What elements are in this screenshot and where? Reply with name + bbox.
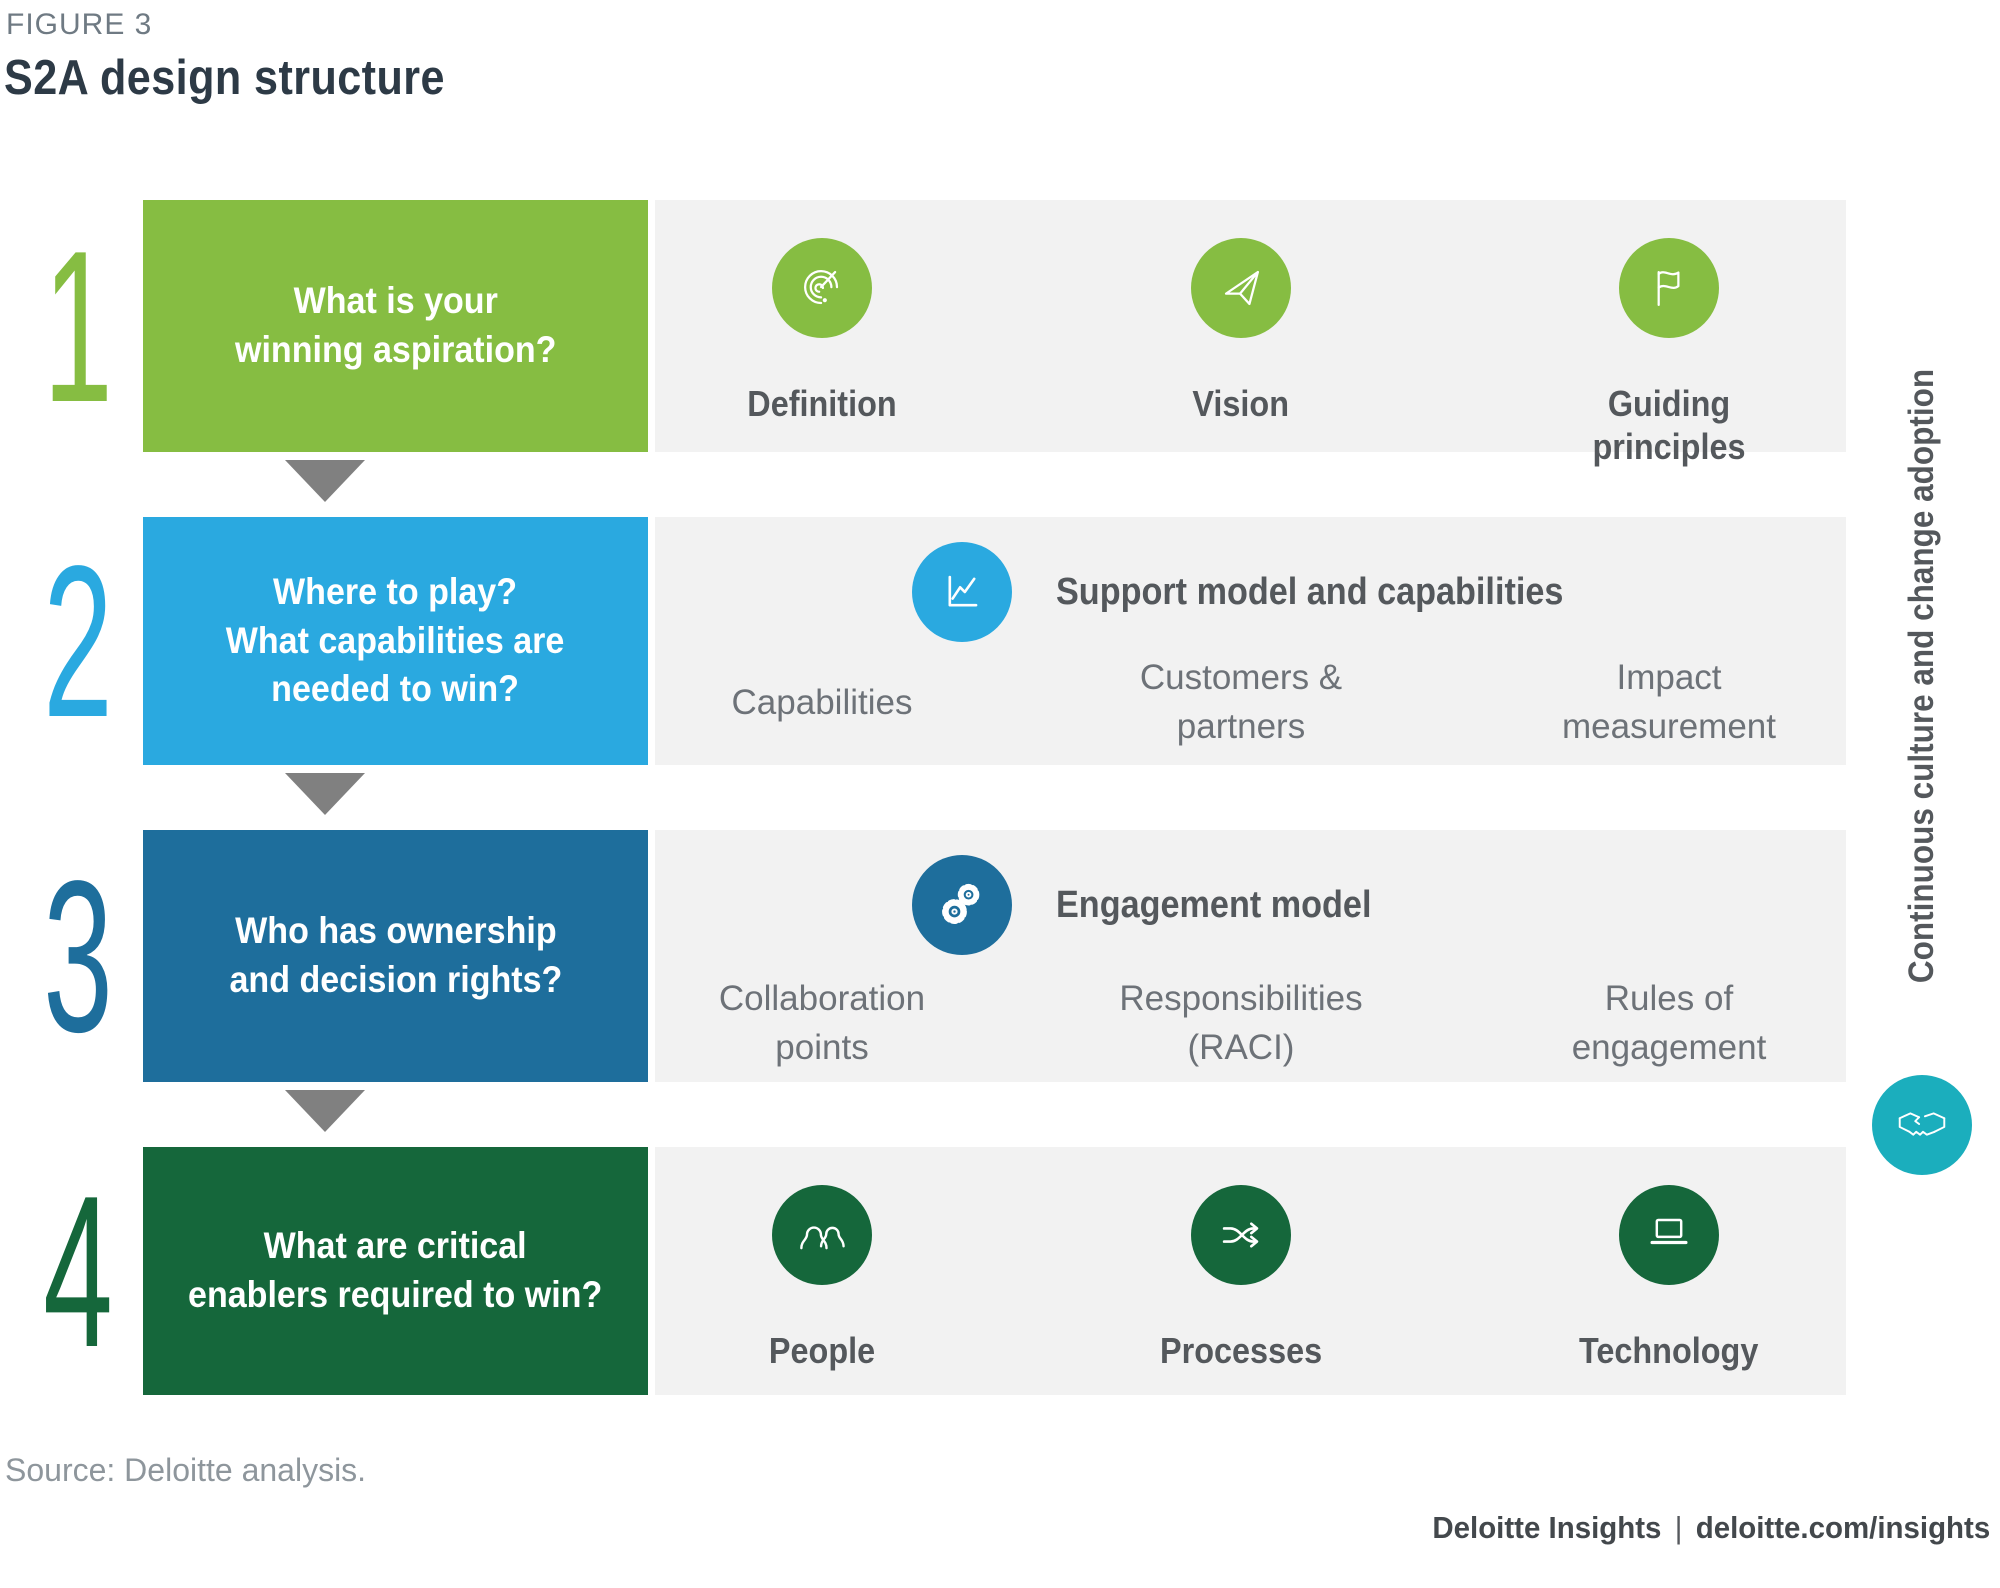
handshake-icon	[1872, 1075, 1972, 1175]
step-number-3: 3	[43, 835, 113, 1077]
content-panel-2: Support model and capabilities Capabilit…	[655, 517, 1846, 765]
panel-item-label: People	[768, 1330, 876, 1371]
panel-item: Vision	[1088, 238, 1394, 425]
panel-item-label: Collaboration points	[718, 979, 926, 1067]
model-labels: Capabilities Customers & partners Impact…	[655, 649, 1846, 755]
flag-icon	[1619, 238, 1719, 338]
step-number-2: 2	[43, 520, 113, 762]
panel-item: Customers & partners	[1088, 649, 1394, 755]
gears-icon	[912, 855, 1012, 955]
model-title: Engagement model	[1056, 883, 1372, 926]
model-header: Engagement model	[912, 855, 1407, 955]
shuffle-icon	[1191, 1185, 1291, 1285]
panel-item: Guiding principles	[1516, 238, 1822, 468]
down-arrow-1	[285, 460, 365, 502]
panel-item-label: Rules of engagement	[1571, 979, 1767, 1067]
step-row-2: 2 Where to play? What capabilities are n…	[0, 517, 2000, 765]
figure-label: FIGURE 3	[6, 8, 153, 41]
panel-item-label: Vision	[1192, 383, 1290, 424]
panel-item: Technology	[1516, 1185, 1822, 1372]
content-panel-4: People Processes	[655, 1147, 1846, 1395]
publisher-url: deloitte.com/insights	[1695, 1510, 1990, 1545]
panel-item: People	[669, 1185, 975, 1372]
panel-item-label: Capabilities	[731, 682, 913, 722]
step-row-4: 4 What are critical enablers required to…	[0, 1147, 2000, 1395]
target-spiral-icon	[772, 238, 872, 338]
down-arrow-3	[285, 1090, 365, 1132]
question-text-4: What are critical enablers required to w…	[188, 1225, 603, 1315]
model-labels: Collaboration points Responsibilities (R…	[655, 970, 1846, 1076]
question-box-3: Who has ownership and decision rights?	[143, 830, 648, 1082]
down-arrow-2	[285, 773, 365, 815]
laptop-icon	[1619, 1185, 1719, 1285]
side-rail-label: Continuous culture and change adoption	[1902, 368, 1941, 984]
model-title: Support model and capabilities	[1056, 570, 1564, 613]
question-box-4: What are critical enablers required to w…	[143, 1147, 648, 1395]
question-text-2: Where to play? What capabilities are nee…	[226, 570, 565, 710]
people-icon	[772, 1185, 872, 1285]
panel-item-label: Technology	[1579, 1330, 1759, 1371]
panel-item: Processes	[1088, 1185, 1394, 1372]
footer-separator: |	[1674, 1510, 1683, 1545]
line-chart-icon	[912, 542, 1012, 642]
publisher-brand: Deloitte Insights	[1432, 1510, 1662, 1545]
panel-item-label: Responsibilities (RACI)	[1119, 979, 1363, 1067]
question-text-1: What is your winning aspiration?	[234, 280, 557, 370]
question-text-3: Who has ownership and decision rights?	[229, 910, 562, 1000]
panel-item: Responsibilities (RACI)	[1088, 970, 1394, 1076]
model-header: Support model and capabilities	[912, 542, 1620, 642]
step-row-3: 3 Who has ownership and decision rights?	[0, 830, 2000, 1082]
panel-item-label: Guiding principles	[1592, 383, 1746, 468]
content-panel-1: Definition Vision	[655, 200, 1846, 467]
question-box-1: What is your winning aspiration?	[143, 200, 648, 452]
step-number-1: 1	[43, 205, 113, 447]
paper-plane-icon	[1191, 238, 1291, 338]
figure-title: S2A design structure	[4, 51, 445, 105]
panel-item-label: Definition	[747, 383, 897, 424]
panel-item: Collaboration points	[669, 970, 975, 1076]
step-row-1: 1 What is your winning aspiration?	[0, 200, 2000, 467]
step-number-4: 4	[43, 1150, 113, 1392]
panel-item-label: Customers & partners	[1139, 658, 1343, 746]
content-panel-3: Engagement model Collaboration points Re…	[655, 830, 1846, 1082]
question-box-2: Where to play? What capabilities are nee…	[143, 517, 648, 765]
publisher-footer: Deloitte Insights | deloitte.com/insight…	[1432, 1510, 1990, 1546]
source-note: Source: Deloitte analysis.	[5, 1452, 367, 1488]
panel-item: Rules of engagement	[1516, 970, 1822, 1076]
panel-item-label: Impact measurement	[1562, 658, 1776, 746]
panel-item: Definition	[669, 238, 975, 425]
panel-item: Capabilities	[669, 649, 975, 755]
panel-item: Impact measurement	[1516, 649, 1822, 755]
panel-item-label: Processes	[1159, 1330, 1323, 1371]
